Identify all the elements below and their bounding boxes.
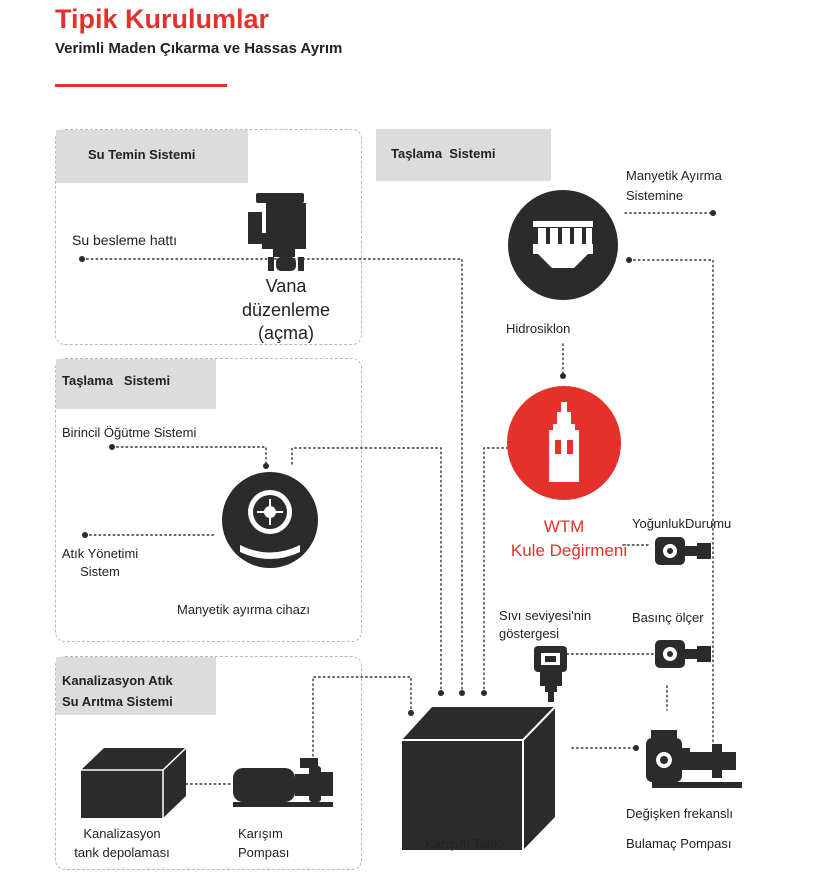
sewage-tag-line1: Kanalizasyon Atık [62,673,173,688]
pressure-gauge-icon [655,640,711,668]
liquid-level-label-line1: Sıvı seviyesi'nin [499,608,592,623]
water-supply-panel [55,129,362,345]
title-underline [55,84,227,87]
sewage-panel [55,656,362,870]
water-supply-tag-label: Su Temin Sistemi [88,147,196,162]
hydrocyclone-label: Hidrosiklon [506,321,571,336]
magnetic-system-label-line1: Manyetik Ayırma [626,168,722,183]
hydrocyclone-icon [508,190,618,300]
grinding-tag-top: Taşlama Sistemi [376,129,551,181]
grinding-tag-left-label: Taşlama Sistemi [62,373,171,388]
sewage-tank-icon [81,747,187,818]
valve-label-line1: Vana [265,276,307,296]
grinding-tag-left: Taşlama Sistemi [56,359,216,409]
wtm-tower-mill-icon [507,386,621,500]
mixing-pump-label-line2: Pompası [238,845,290,860]
water-supply-tag: Su Temin Sistemi [56,130,248,183]
density-sensor-icon [655,537,711,565]
page-subtitle: Verimli Maden Çıkarma ve Hassas Ayrım [55,40,343,57]
liquid-level-gauge-icon [534,646,567,702]
wtm-label-line1: WTM [543,517,585,536]
sewage-tank-label-line1: Kanalizasyon [83,826,161,841]
valve-label-line2: düzenleme [241,300,331,320]
magnetic-system-label-line2: Sistemine [626,188,684,203]
slurry-pump-icon [646,730,742,788]
liquid-level-label-line2: göstergesi [499,626,559,641]
waste-label-line2: Sistem [80,564,120,579]
sewage-tag-line2: Su Arıtma Sistemi [62,694,173,709]
water-feed-line-label: Su besleme hattı [72,232,178,248]
primary-grinding-label: Birincil Öğütme Sistemi [62,425,197,440]
grinding-panel-left [55,358,362,642]
grinding-tag-top-label: Taşlama Sistemi [391,146,496,161]
vfd-pump-label-line1: Değişken frekanslı [626,806,733,821]
sewage-tank-label-line2: tank depolaması [74,845,170,860]
mixing-tank-label: Karışım Tankı [425,836,505,851]
wtm-label-line2: Kule Değirmeni [510,541,628,560]
magnetic-separator-icon [222,472,318,568]
magnetic-device-label: Manyetik ayırma cihazı [177,602,310,617]
page-title: Tipik Kurulumlar [55,4,270,34]
sewage-tag: Kanalizasyon Atık Su Arıtma Sistemi [56,657,216,715]
vfd-pump-label-line2: Bulamaç Pompası [626,836,732,851]
pressure-gauge-label: Basınç ölçer [632,610,704,625]
mixing-pump-label-line1: Karışım [238,826,283,841]
valve-label-line3: (açma) [257,323,314,343]
water-feed-connector [81,258,463,694]
valve-icon [248,193,306,271]
density-label: YoğunlukDurumu [632,516,732,531]
mixing-tank-icon [402,706,556,850]
mixing-pump-icon [233,758,333,807]
waste-label-line1: Atık Yönetimi [61,546,139,561]
